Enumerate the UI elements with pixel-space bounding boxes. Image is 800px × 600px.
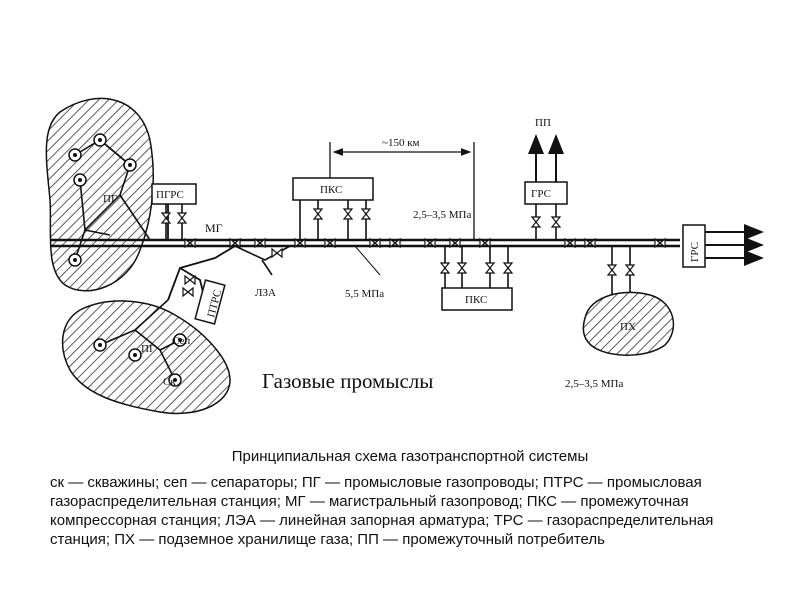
label-pp: ПП — [535, 117, 551, 129]
caption-legend: ск — скважины; сеп — сепараторы; ПГ — пр… — [50, 474, 714, 548]
valve-icon — [313, 208, 323, 220]
valve-icon — [182, 287, 194, 297]
pks-station-1 — [292, 177, 374, 201]
valve-icon — [440, 262, 450, 274]
distance-marker — [329, 142, 475, 240]
valve-icon — [271, 248, 283, 258]
label-ptrs-top: ПГРС — [156, 189, 184, 201]
grs-outlet-arrows — [705, 224, 764, 266]
ptrs-station-bottom — [194, 279, 226, 325]
well-icon — [93, 338, 107, 352]
label-pressure-mid: 2,5–3,5 МПа — [413, 209, 471, 221]
well-icon — [123, 158, 137, 172]
pp-arrows — [528, 134, 564, 182]
pks-station-2 — [441, 287, 513, 311]
caption-title: Принципиальная схема газотранспортной си… — [231, 448, 589, 465]
well-icon — [128, 348, 142, 362]
valve-icon — [531, 216, 541, 228]
well-icon — [68, 253, 82, 267]
grs-station-top — [524, 181, 568, 205]
label-pg-bottom: ПГ — [141, 343, 155, 355]
label-mg: МГ — [205, 221, 223, 235]
label-sep: Сеп — [172, 335, 190, 347]
valve-icon — [607, 264, 617, 276]
underground-storage — [582, 291, 675, 356]
valve-icon — [361, 208, 371, 220]
figure-caption: Принципиальная схема газотранспортной си… — [50, 448, 770, 549]
valve-icon — [551, 216, 561, 228]
gas-transport-scheme: ПГ ПГРС МГ ПКС ~150 — [45, 97, 764, 415]
label-grs-right: ГРС — [689, 242, 701, 262]
label-pressure-55: 5,5 МПа — [345, 288, 384, 300]
label-sk: Ск — [163, 376, 176, 388]
valve-icon — [457, 262, 467, 274]
label-pks-2: ПКС — [465, 294, 487, 306]
label-distance: ~150 км — [382, 137, 420, 149]
valve-icon — [177, 212, 187, 224]
label-lza: ЛЗА — [255, 287, 276, 299]
gas-field-bottom — [61, 300, 231, 415]
label-grs-top: ГРС — [531, 188, 551, 200]
well-icon — [93, 133, 107, 147]
label-px: ПХ — [620, 321, 636, 333]
ptrs-station-top — [151, 183, 197, 205]
well-icon — [68, 148, 82, 162]
field-title: Газовые промыслы — [262, 369, 433, 393]
well-icon — [73, 173, 87, 187]
valve-icon — [485, 262, 495, 274]
label-pg-top: ПГ — [103, 193, 117, 205]
valve-icon — [625, 264, 635, 276]
label-pressure-bottom: 2,5–3,5 МПа — [565, 378, 623, 390]
gas-field-top — [45, 97, 155, 292]
valve-icon — [343, 208, 353, 220]
valve-icon — [184, 275, 196, 285]
valve-icon — [503, 262, 513, 274]
label-pks-1: ПКС — [320, 184, 342, 196]
